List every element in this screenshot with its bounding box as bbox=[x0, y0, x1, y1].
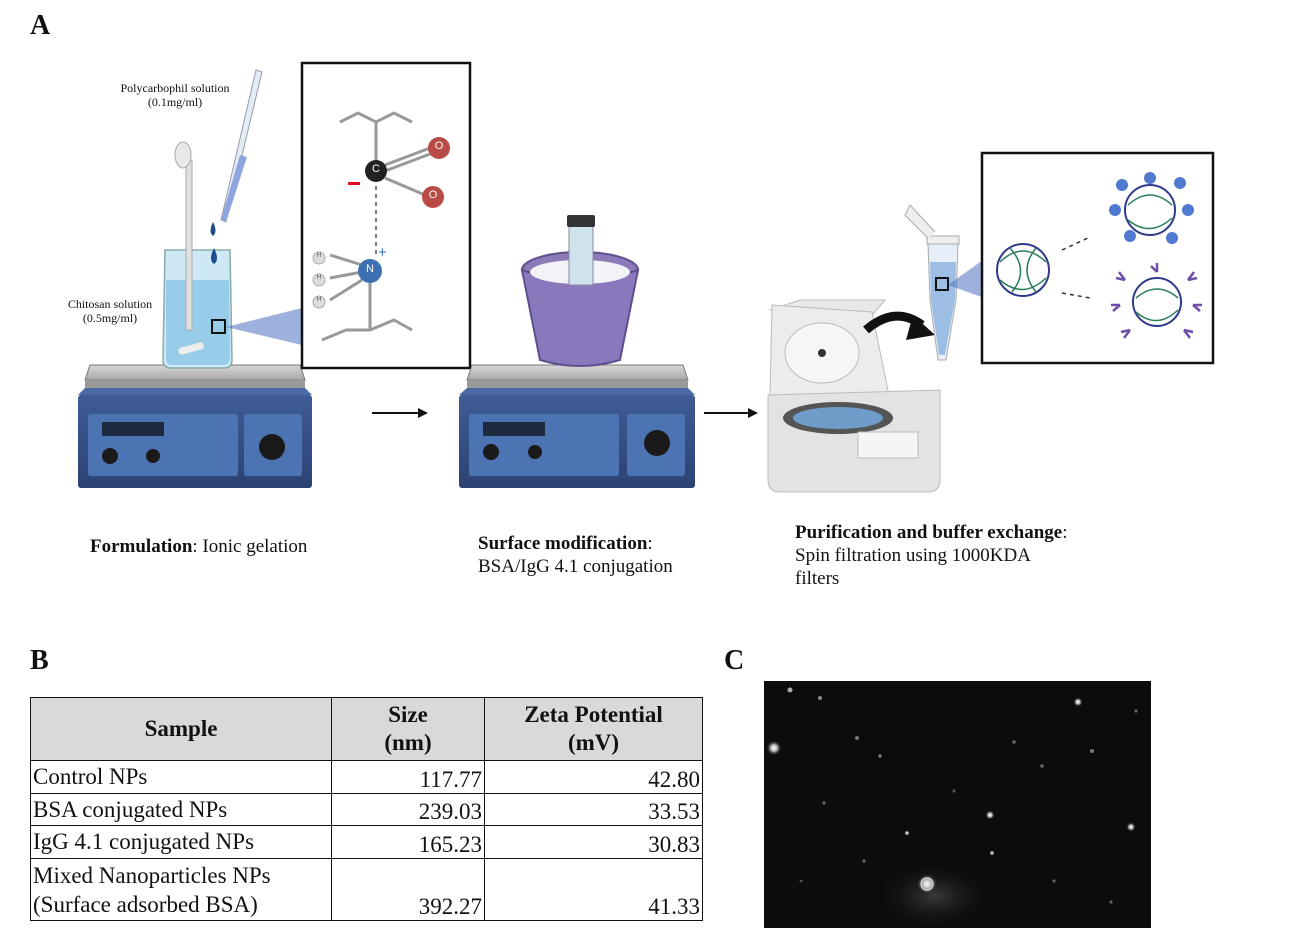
cell-sample-line1: Mixed Nanoparticles NPs bbox=[33, 862, 271, 888]
atom-label-c: C bbox=[372, 163, 380, 175]
atom-label-n: N bbox=[366, 263, 374, 275]
cell-sample: Control NPs bbox=[30, 760, 332, 794]
bsa-conjugated-nanoparticle-icon bbox=[1109, 172, 1194, 244]
panel-label-c: C bbox=[724, 645, 745, 676]
negative-charge-icon bbox=[348, 182, 360, 185]
chitosan-label-conc: (0.5mg/ml) bbox=[82, 311, 138, 325]
nanoparticle-tracking-micrograph bbox=[764, 681, 1151, 928]
header-sample: Sample bbox=[30, 697, 332, 761]
caption-surface-title: Surface modification bbox=[478, 533, 648, 554]
caption-surface-colon: : bbox=[647, 533, 653, 554]
nanoparticle-icon bbox=[996, 243, 1050, 297]
cell-size: 117.77 bbox=[331, 760, 485, 794]
ice-bucket-icon bbox=[520, 215, 640, 367]
arrow-right-icon bbox=[704, 408, 758, 418]
atom-label-o: O bbox=[428, 189, 438, 201]
nitrogen-atom-icon bbox=[358, 259, 382, 283]
stirrer-hotplate-2 bbox=[459, 364, 695, 488]
cell-size: 165.23 bbox=[331, 825, 485, 859]
atom-label-o: O bbox=[434, 140, 444, 152]
results-table: Sample Size(nm) Zeta Potential(mV) Contr… bbox=[30, 697, 703, 921]
cell-sample: BSA conjugated NPs bbox=[30, 793, 332, 826]
arrow-right-icon bbox=[372, 408, 428, 418]
panel-label-b: B bbox=[30, 645, 49, 676]
cell-size: 392.27 bbox=[331, 858, 485, 921]
caption-purification-colon: : bbox=[1062, 522, 1068, 543]
hydrogen-atom-icon bbox=[312, 295, 326, 309]
caption-purification-text-2: filters bbox=[795, 568, 840, 589]
panel-a-schematic bbox=[78, 61, 1215, 493]
carbon-atom-icon bbox=[365, 160, 387, 182]
atom-label-h: H bbox=[316, 274, 322, 281]
caption-formulation-title: Formulation bbox=[90, 536, 193, 557]
caption-surface-modification: Surface modification: BSA/IgG 4.1 conjug… bbox=[478, 532, 673, 578]
header-zeta: Zeta Potential(mV) bbox=[484, 697, 703, 761]
caption-formulation: Formulation: Ionic gelation bbox=[90, 535, 307, 558]
nanoparticle-inset bbox=[980, 151, 1215, 365]
cell-sample: IgG 4.1 conjugated NPs bbox=[30, 825, 332, 859]
oxygen-atom-icon bbox=[428, 137, 450, 159]
hydrogen-atom-icon bbox=[312, 273, 326, 287]
beaker-icon bbox=[162, 141, 233, 369]
chemistry-inset bbox=[300, 61, 472, 370]
chitosan-label-name: Chitosan solution bbox=[67, 297, 153, 311]
caption-formulation-text: : Ionic gelation bbox=[192, 536, 308, 557]
positive-charge-label: + bbox=[378, 244, 387, 261]
panel-label-a: A bbox=[30, 10, 51, 41]
cell-zeta: 41.33 bbox=[484, 858, 703, 921]
cell-zeta: 33.53 bbox=[484, 793, 703, 826]
cell-zeta: 30.83 bbox=[484, 825, 703, 859]
caption-purification: Purification and buffer exchange: Spin f… bbox=[795, 521, 1068, 590]
table-row: BSA conjugated NPs 239.03 33.53 bbox=[30, 793, 703, 826]
caption-purification-title: Purification and buffer exchange bbox=[795, 522, 1063, 543]
table-row: Mixed Nanoparticles NPs (Surface adsorbe… bbox=[30, 858, 703, 921]
caption-surface-text: BSA/IgG 4.1 conjugation bbox=[478, 556, 673, 577]
cell-zeta: 42.80 bbox=[484, 760, 703, 794]
hydrogen-atom-icon bbox=[312, 251, 326, 265]
table-row: IgG 4.1 conjugated NPs 165.23 30.83 bbox=[30, 825, 703, 859]
oxygen-atom-icon bbox=[422, 186, 444, 208]
atom-label-h: H bbox=[316, 252, 322, 259]
cell-sample: Mixed Nanoparticles NPs (Surface adsorbe… bbox=[30, 858, 332, 921]
pipette-icon bbox=[210, 69, 263, 264]
micrograph-image bbox=[766, 687, 1138, 928]
table-header-row: Sample Size(nm) Zeta Potential(mV) bbox=[30, 697, 703, 761]
chitosan-label: Chitosan solution (0.5mg/ml) bbox=[50, 297, 170, 325]
polycarbophil-label-name: Polycarbophil solution bbox=[120, 81, 230, 95]
table-row: Control NPs 117.77 42.80 bbox=[30, 760, 703, 794]
atom-label-h: H bbox=[316, 296, 322, 303]
polycarbophil-label: Polycarbophil solution (0.1mg/ml) bbox=[100, 81, 250, 109]
cell-size: 239.03 bbox=[331, 793, 485, 826]
polycarbophil-label-conc: (0.1mg/ml) bbox=[147, 95, 203, 109]
cell-sample-line2: (Surface adsorbed BSA) bbox=[33, 891, 258, 917]
centrifuge-icon bbox=[767, 299, 941, 493]
igg-conjugated-nanoparticle-icon bbox=[1111, 263, 1202, 339]
header-size: Size(nm) bbox=[331, 697, 485, 761]
stirrer-hotplate-1 bbox=[78, 364, 312, 488]
caption-purification-text: Spin filtration using 1000KDA bbox=[795, 545, 1031, 566]
